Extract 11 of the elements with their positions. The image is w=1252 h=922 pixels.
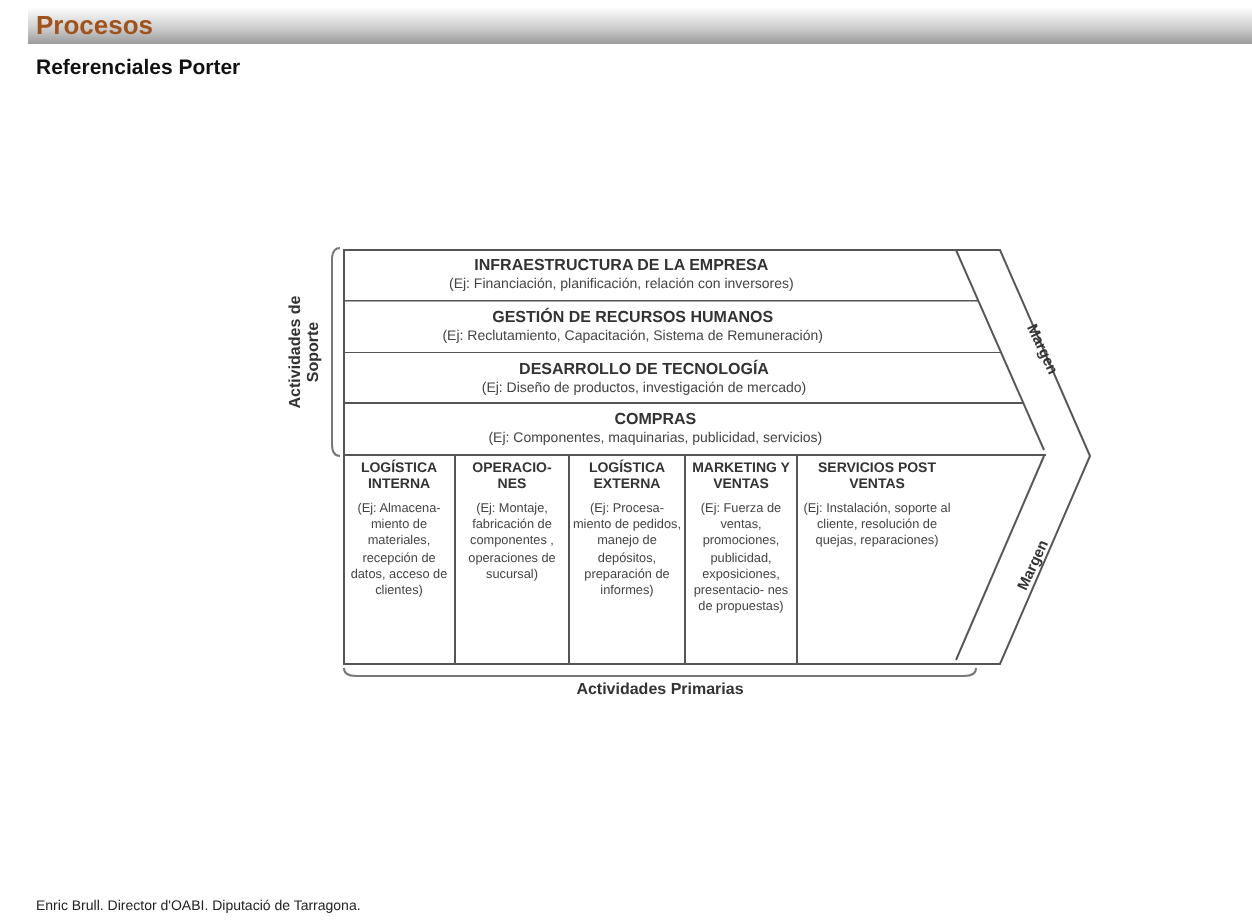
subtitle: Referenciales Porter (36, 56, 243, 80)
bottom-label: Actividades Primarias (574, 680, 746, 698)
band-heading: DESARROLLO DE TECNOLOGÍA (517, 359, 771, 379)
support-band (344, 353, 1024, 405)
primary-activity-column (570, 456, 686, 664)
support-band (344, 301, 1002, 353)
side-label: Actividades de Soporte (286, 293, 322, 412)
band-heading: GESTIÓN DE RECURSOS HUMANOS (490, 307, 776, 328)
band-heading: COMPRAS (612, 410, 699, 431)
page-title: Procesos (36, 10, 154, 42)
band-heading: INFRAESTRUCTURA DE LA EMPRESA (472, 256, 771, 276)
